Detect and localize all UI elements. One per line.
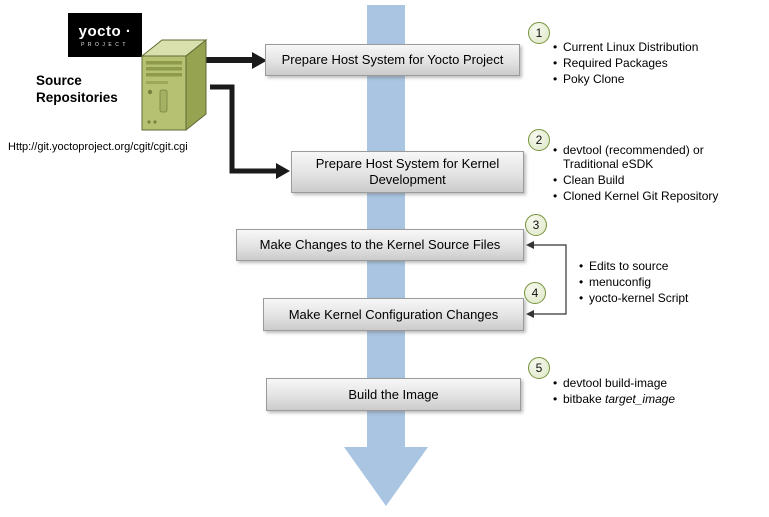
source-repositories-label: Source Repositories (36, 73, 118, 105)
step-box-label: Prepare Host System for Yocto Project (281, 52, 504, 67)
step-box-make-source-changes: Make Changes to the Kernel Source Files (236, 229, 524, 261)
bullet-text: devtool (recommended) or Traditional eSD… (563, 143, 704, 171)
yocto-logo-wordmark: yocto · (78, 22, 132, 40)
yocto-logo-subtitle: PROJECT (81, 41, 129, 48)
bullet-item: Poky Clone (552, 72, 752, 86)
step-box-label: Prepare Host System for Kernel Developme… (315, 156, 500, 187)
bullet-text-italic: target_image (605, 392, 676, 406)
step-number-label: 5 (535, 361, 543, 375)
step-number-label: 1 (535, 26, 543, 40)
bullet-item: yocto-kernel Script (578, 291, 748, 305)
bullet-item: Cloned Kernel Git Repository (552, 189, 730, 203)
steps-3-4-bullets: Edits to source menuconfig yocto-kernel … (578, 259, 748, 307)
bullet-text: yocto-kernel Script (589, 291, 689, 305)
step-number-label: 3 (532, 218, 540, 232)
step-box-prepare-host-kernel: Prepare Host System for Kernel Developme… (291, 151, 524, 193)
step-box-build-image: Build the Image (266, 378, 521, 411)
bullet-item: devtool (recommended) or Traditional eSD… (552, 143, 730, 171)
server-icon (140, 38, 208, 132)
step-number-2: 2 (528, 129, 550, 151)
bullet-text: Clean Build (563, 173, 625, 187)
bullet-item: devtool build-image (552, 376, 742, 390)
bullet-text: menuconfig (589, 275, 652, 289)
step-box-label: Make Kernel Configuration Changes (288, 306, 499, 322)
bullet-item: Edits to source (578, 259, 748, 273)
step-number-label: 2 (535, 133, 543, 147)
repo-url-text: Http://git.yoctoproject.org/cgit/cgit.cg… (8, 141, 188, 153)
server-to-step2-arrow (210, 84, 290, 179)
step-number-3: 3 (525, 214, 547, 236)
step-box-label: Make Changes to the Kernel Source Files (259, 237, 501, 252)
bullet-text: bitbake (563, 392, 602, 406)
step-box-label: Build the Image (348, 386, 439, 402)
bullet-item: Clean Build (552, 173, 730, 187)
step-number-1: 1 (528, 22, 550, 44)
bullet-item: menuconfig (578, 275, 748, 289)
bullet-text: Edits to source (589, 259, 669, 273)
step-5-bullets: devtool build-image bitbake target_image (552, 376, 742, 408)
step-number-4: 4 (524, 282, 546, 304)
step-box-make-config-changes: Make Kernel Configuration Changes (263, 298, 524, 331)
bullet-text: Poky Clone (563, 72, 625, 86)
bullet-item: Required Packages (552, 56, 752, 70)
yocto-logo: yocto · PROJECT (68, 13, 142, 57)
step-box-prepare-host-yocto: Prepare Host System for Yocto Project (265, 44, 520, 76)
step-2-bullets: devtool (recommended) or Traditional eSD… (552, 143, 730, 205)
bullet-item: Current Linux Distribution (552, 40, 752, 54)
bullet-text: Required Packages (563, 56, 668, 70)
step-number-5: 5 (528, 357, 550, 379)
steps-3-4-bracket (526, 241, 567, 318)
bullet-text: devtool build-image (563, 376, 668, 390)
step-1-bullets: Current Linux Distribution Required Pack… (552, 40, 752, 88)
bullet-text: Current Linux Distribution (563, 40, 699, 54)
bullet-text: Cloned Kernel Git Repository (563, 189, 719, 203)
step-number-label: 4 (531, 286, 539, 300)
bullet-item: bitbake target_image (552, 392, 742, 406)
